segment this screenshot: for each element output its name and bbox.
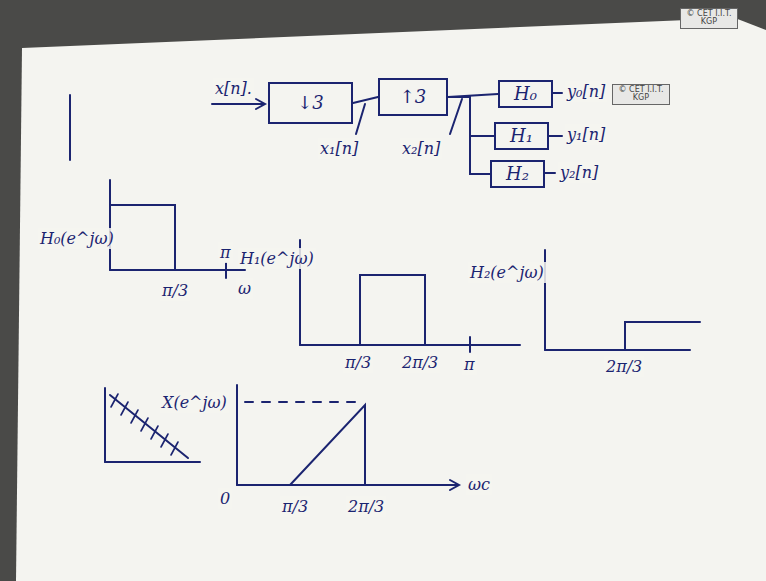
filter-box: H₀: [498, 80, 553, 108]
axis: [237, 484, 458, 486]
output-name: y₀[n]: [565, 81, 607, 102]
axis: [109, 180, 111, 270]
frequency-mark: 2π/3: [604, 356, 644, 377]
upsampler-box: ↑3: [378, 78, 448, 116]
output-wire: [545, 172, 555, 174]
input-wire: [212, 103, 264, 105]
axis-title: X(e^jω): [160, 392, 229, 413]
tick: [469, 337, 471, 352]
axis: [236, 385, 238, 485]
leader-line: [450, 99, 462, 134]
axis-title: H₁(e^jω): [238, 248, 316, 269]
signal-wire: [448, 97, 490, 174]
axis: [110, 269, 245, 271]
box-text: ↓3: [297, 94, 324, 112]
arrow-head: [256, 99, 265, 109]
downsampler-box: ↓3: [268, 82, 353, 124]
box-text: H₁: [510, 127, 533, 145]
filter-response: [110, 205, 175, 270]
watermark: © CET I.I.T. KGP: [680, 8, 738, 29]
paper-sheet: [16, 18, 766, 581]
leader-line: [356, 104, 365, 134]
axis: [300, 344, 520, 346]
axis-title: H₂(e^jω): [468, 262, 546, 283]
arrow-head: [450, 480, 459, 490]
frequency-mark: 2π/3: [346, 496, 386, 517]
frequency-mark: π/3: [160, 280, 190, 301]
signal-name: x₁[n]: [318, 138, 360, 159]
axis: [104, 388, 106, 462]
frequency-mark: 2π/3: [400, 352, 440, 373]
filter-response: [360, 275, 425, 345]
filter-box: H₁: [494, 122, 549, 150]
frequency-mark: π: [462, 354, 477, 375]
axis: [105, 461, 200, 463]
frequency-mark: 0: [218, 488, 232, 509]
filter-response: [625, 322, 700, 350]
output-wire: [553, 92, 562, 94]
output-name: y₂[n]: [558, 162, 600, 183]
axis: [545, 349, 690, 351]
frequency-mark: π/3: [280, 496, 310, 517]
signal-wire: [353, 97, 378, 103]
dashed-level: [245, 401, 362, 403]
signal-name: x[n].: [213, 78, 254, 99]
axis-name: ω: [236, 278, 253, 299]
output-wire: [549, 135, 562, 137]
axis-title: H₀(e^jω): [38, 228, 116, 249]
box-text: H₀: [514, 85, 537, 103]
watermark: © CET I.I.T. KGP: [612, 84, 670, 105]
frequency-mark: π: [218, 242, 233, 263]
filter-box: H₂: [490, 160, 545, 188]
signal-name: x₂[n]: [400, 138, 442, 159]
tick: [225, 263, 227, 278]
spectrum: [290, 405, 365, 485]
axis-name: ωc: [466, 474, 492, 495]
box-text: H₂: [506, 165, 529, 183]
output-name: y₁[n]: [565, 124, 607, 145]
frequency-mark: π/3: [343, 352, 373, 373]
box-text: ↑3: [400, 88, 427, 106]
margin-stroke: [69, 95, 71, 160]
